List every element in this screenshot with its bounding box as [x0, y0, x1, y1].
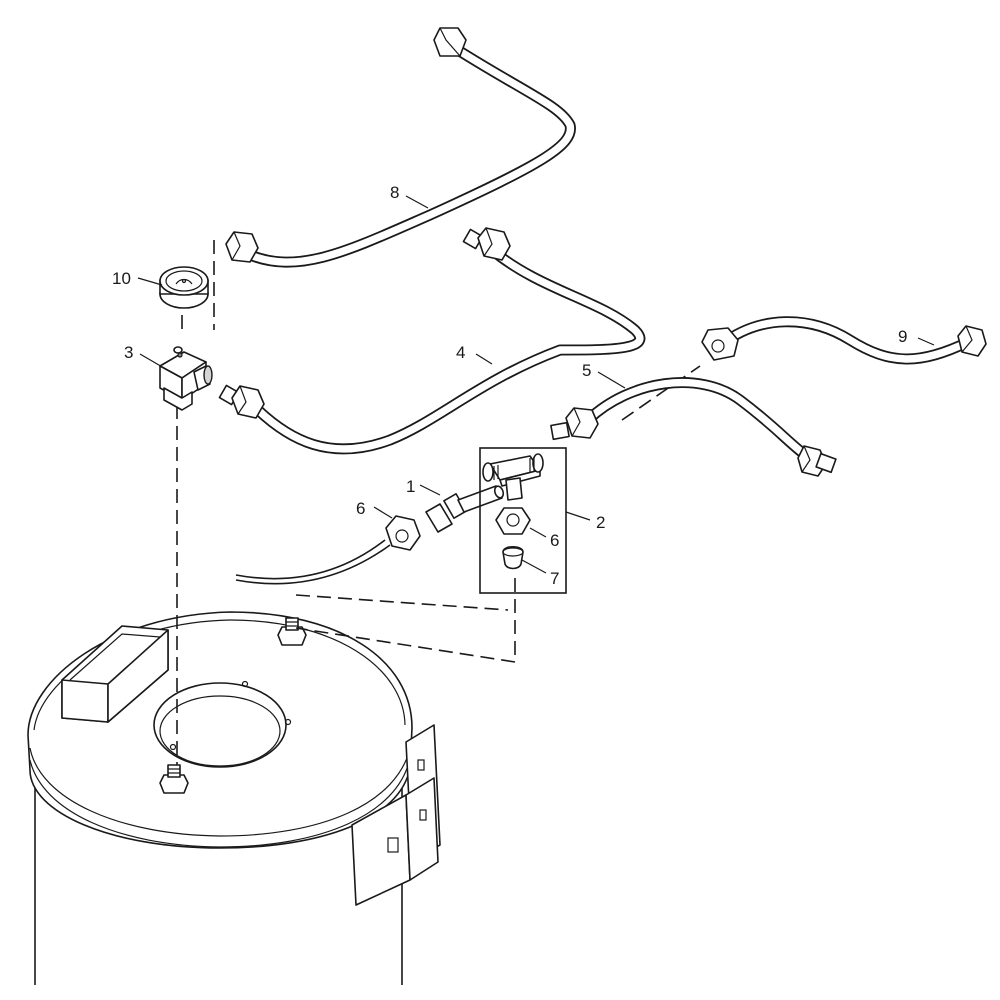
tee-fitting-kit-2: [479, 447, 567, 594]
water-heater-tank: [27, 611, 441, 985]
callout-6b: 6: [550, 531, 559, 550]
pipe-5-nut-left: [550, 407, 599, 441]
pipe-8-nut-left: [225, 231, 259, 263]
pipe-4-nut-left: [218, 384, 265, 419]
callout-1: 1: [406, 477, 415, 496]
callout-10: 10: [112, 269, 131, 288]
callout-labels: 10 3 8 4 5 1 6 2 6 7 9: [112, 183, 907, 588]
ferrule-7: [502, 545, 524, 570]
callout-7: 7: [550, 569, 559, 588]
callout-6a: 6: [356, 499, 365, 518]
callout-5: 5: [582, 361, 591, 380]
tee-fitting: [482, 453, 544, 501]
pipe-8: [225, 27, 576, 268]
elbow-fitting-3: [159, 346, 213, 411]
lid-fitting-right: [277, 617, 307, 646]
callout-4: 4: [456, 343, 465, 362]
pipe-5-nut-right: [797, 445, 837, 477]
pipe-5: [550, 377, 837, 477]
callout-8: 8: [390, 183, 399, 202]
pipe-9: [701, 316, 987, 365]
sensor-wire-assembly: [235, 485, 505, 585]
nut-6-left: [385, 515, 421, 551]
pipe-8-nut-top: [433, 27, 467, 57]
sensor-probe-1: [425, 485, 505, 533]
lid-housing: [61, 625, 169, 723]
lid-fitting-left: [159, 764, 189, 794]
pipe-9-nut-right: [957, 325, 987, 357]
pipe-9-nut-left: [701, 327, 739, 361]
callout-9: 9: [898, 327, 907, 346]
pressure-gauge-10: [159, 266, 209, 309]
callout-3: 3: [124, 343, 133, 362]
callout-2: 2: [596, 513, 605, 532]
connector-dashed-lines: [176, 240, 701, 765]
mounting-bracket: [351, 724, 441, 906]
leader-lines: [137, 195, 935, 574]
pipe-4-nut-top: [462, 227, 511, 261]
pipe-4: [218, 227, 646, 455]
nut-6-kit: [495, 507, 531, 535]
